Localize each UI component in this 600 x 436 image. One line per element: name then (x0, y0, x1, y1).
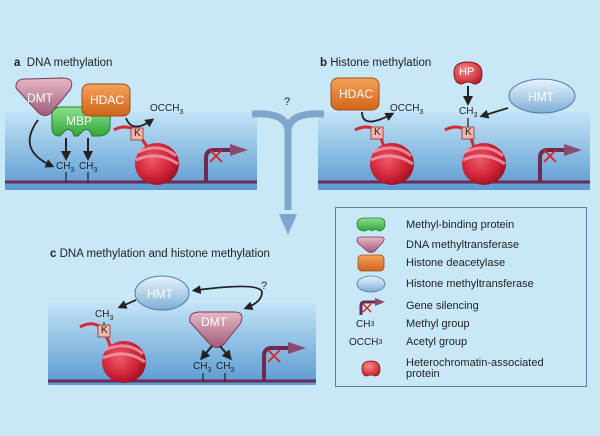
hmt-shape-b (508, 78, 576, 114)
convergence-arrowhead (279, 214, 297, 235)
methyl-label-a1: CH3 (56, 161, 75, 174)
legend-item-hdac: Histone deacetylase (336, 254, 505, 272)
hdac-label-a: HDAC (90, 93, 125, 107)
panel-b-title: b Histone methylation (320, 57, 431, 69)
legend: Methyl-binding protein DNA methyltransfe… (335, 207, 587, 387)
hmt-shape-c (134, 275, 190, 311)
question-mark-convergence: ? (284, 96, 291, 108)
legend-text-hmt: Histone methyltransferase (406, 277, 534, 290)
legend-item-hmt: Histone methyltransferase (336, 275, 534, 293)
dmt-label-c: DMT (201, 315, 227, 329)
dmt-shape-a (15, 77, 73, 116)
panel-a-title: a DNA methylation (14, 57, 112, 69)
silencing-x-c (267, 349, 281, 363)
nucleosome-c (102, 341, 146, 383)
dmt-to-methyl-arrow-a (28, 119, 55, 168)
panel-c-letter: c (50, 248, 57, 260)
methyl-label-c2: CH3 (216, 361, 235, 374)
methyl-label-a2: CH3 (79, 161, 98, 174)
nucleosome-b1 (370, 143, 414, 185)
legend-text-mbp: Methyl-binding protein (406, 218, 515, 231)
lysine-box-a (130, 127, 144, 141)
gene-silencing-icon (359, 298, 385, 315)
dmt-label-a: DMT (27, 91, 53, 105)
hdac-shape-b (330, 77, 380, 111)
hdac-label-b: HDAC (339, 87, 374, 101)
gene-silencing-b (538, 148, 568, 182)
panel-c-title-text: DNA methylation and histone methylation (59, 248, 270, 260)
hmt-label-b: HMT (528, 90, 554, 104)
dmt-icon (356, 236, 385, 253)
lysine-label-c: K (101, 325, 108, 336)
legend-text-hdac: Histone deacetylase (406, 256, 506, 269)
hmt-arrow-c (117, 299, 137, 309)
hdac-icon (357, 254, 385, 272)
panel-b-letter: b (320, 57, 328, 69)
question-mark-c: ? (261, 280, 268, 292)
panel-b-title-text: Histone methylation (330, 57, 432, 69)
legend-text-methyl: Methyl group (406, 318, 470, 330)
gene-silencing-c (262, 346, 292, 381)
legend-text-hp: Heterochromatin-associated protein (406, 357, 544, 380)
legend-item-mbp: Methyl-binding protein (336, 216, 514, 234)
dmt-arrow-c2 (219, 345, 232, 361)
hp-icon (361, 360, 381, 377)
nucleosome-a (135, 143, 179, 185)
panel-c-title: c DNA methylation and histone methylatio… (50, 248, 270, 260)
acetyl-label-a: OCCH3 (150, 103, 184, 116)
panel-a-letter: a (14, 57, 21, 69)
dmt-arrow-c1 (200, 345, 213, 361)
hdac-to-acetyl-arrow-a (125, 117, 155, 128)
acetyl-label-b: OCCH3 (390, 103, 424, 116)
hp-label-b: HP (459, 66, 475, 78)
silencing-x-b (543, 149, 557, 163)
hdac-to-acetyl-arrow-b (361, 111, 395, 123)
hmt-dmt-bidirectional-arrow (191, 285, 263, 310)
legend-item-gene-silencing: Gene silencing (336, 296, 479, 316)
legend-text-dmt: DNA methyltransferase (406, 238, 520, 251)
hmt-icon (356, 275, 386, 293)
dmt-shape-c (189, 311, 243, 348)
lysine-box-b1 (370, 126, 384, 140)
lysine-label-a: K (134, 128, 141, 139)
legend-text-gene-silencing: Gene silencing (406, 299, 479, 312)
lysine-box-c (97, 324, 111, 338)
panel-a-title-text: DNA methylation (26, 57, 113, 69)
mbp-label-a: MBP (66, 114, 93, 128)
hdac-shape-a (81, 83, 131, 117)
legend-text-acetyl: Acetyl group (406, 336, 468, 348)
hp-shape-b (453, 61, 483, 85)
lysine-label-b2: K (465, 127, 472, 138)
mbp-icon (356, 217, 386, 232)
convergence-arrow (251, 110, 325, 210)
hmt-label-c: HMT (147, 287, 173, 301)
methyl-label-c1: CH3 (193, 361, 212, 374)
hmt-arrow-b (479, 107, 509, 119)
panel-c-background (48, 303, 316, 385)
methyl-label-c-histone: CH3 (95, 309, 114, 322)
methyl-label-b: CH3 (459, 106, 478, 119)
gene-silencing-a (204, 148, 234, 182)
lysine-box-b2 (461, 126, 475, 140)
legend-item-dmt: DNA methyltransferase (336, 236, 519, 254)
legend-item-hp: Heterochromatin-associated protein (336, 358, 546, 380)
nucleosome-b2 (462, 143, 506, 185)
silencing-x-a (209, 149, 223, 163)
lysine-label-b1: K (374, 127, 381, 138)
